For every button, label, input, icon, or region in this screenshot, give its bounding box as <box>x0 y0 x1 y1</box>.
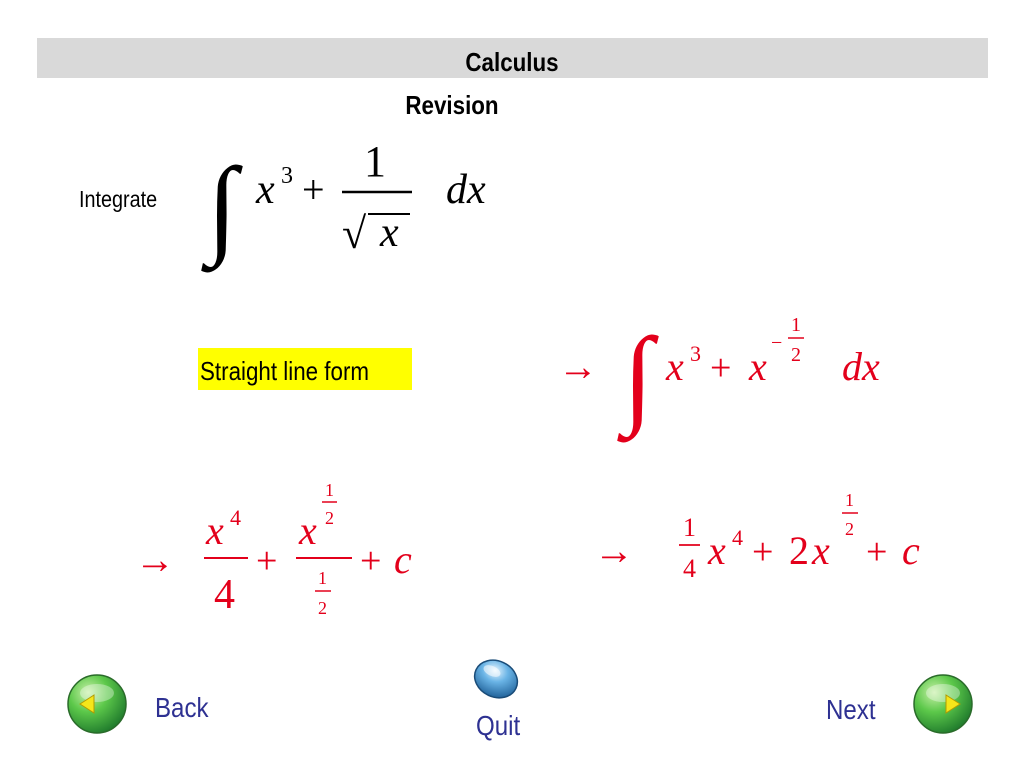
step3-x2: x <box>811 528 830 573</box>
step3-two: 2 <box>789 528 809 573</box>
step3-exp-num: 1 <box>845 490 854 510</box>
step2-low-den: 2 <box>318 598 327 618</box>
straight-line-highlight <box>198 348 412 390</box>
back-button-gloss <box>80 684 114 702</box>
quit-label[interactable]: Quit <box>476 710 521 741</box>
step2-arrow: → <box>135 537 175 582</box>
step3-plus1: + <box>752 531 773 573</box>
step2-top-exp-num: 1 <box>325 480 334 500</box>
step3-coef-num: 1 <box>683 513 696 542</box>
step1-plus: + <box>710 347 731 389</box>
problem-x: x <box>255 167 275 213</box>
step3-power: 4 <box>732 525 743 550</box>
problem-denominator-x: x <box>379 210 399 256</box>
next-label[interactable]: Next <box>826 694 876 725</box>
step1-power: 3 <box>690 341 701 366</box>
integrate-label: Integrate <box>79 186 158 212</box>
green-left-arrow-icon <box>79 694 95 714</box>
next-button-gloss <box>926 684 960 702</box>
sqrt-sign: √ <box>342 209 367 258</box>
step3-coef-den: 4 <box>683 554 696 583</box>
step3-exp-den: 2 <box>845 519 854 539</box>
problem-dx: dx <box>446 167 486 213</box>
step2-low-num: 1 <box>318 568 327 588</box>
back-button-circle <box>67 674 127 734</box>
step1-integral-sign: ∫ <box>617 315 659 443</box>
page-title: Calculus <box>465 47 559 77</box>
step1-exp-num: 1 <box>791 314 801 336</box>
problem-plus: + <box>302 167 325 212</box>
next-button[interactable] <box>912 673 974 735</box>
step1-exp-den: 2 <box>791 344 801 366</box>
quit-orb-gloss <box>483 665 501 677</box>
step1-x: x <box>665 344 684 389</box>
step1-arrow: → <box>558 344 598 389</box>
blue-orb-icon <box>473 659 519 699</box>
step3-constant: c <box>902 528 920 573</box>
next-button-circle <box>913 674 973 734</box>
step2-power: 4 <box>230 505 241 530</box>
header-bar <box>37 38 988 78</box>
step2-plus1: + <box>256 540 277 582</box>
step3-x: x <box>707 528 726 573</box>
step2-constant: c <box>394 537 412 582</box>
step2-denominator: 4 <box>214 572 235 618</box>
step1-exp-sign: − <box>771 332 782 354</box>
problem-power: 3 <box>281 163 293 189</box>
straight-line-label: Straight line form <box>200 356 370 386</box>
step3-arrow: → <box>594 528 634 573</box>
step2-top-exp-den: 2 <box>325 508 334 528</box>
problem-numerator: 1 <box>364 137 386 186</box>
integral-sign: ∫ <box>201 145 243 273</box>
quit-button[interactable] <box>470 655 522 703</box>
step2-plus2: + <box>360 540 381 582</box>
page-subtitle: Revision <box>405 90 499 120</box>
step2-x2: x <box>298 508 317 553</box>
step2-x: x <box>205 508 224 553</box>
back-label[interactable]: Back <box>155 692 209 723</box>
back-button[interactable] <box>66 673 128 735</box>
green-right-arrow-icon <box>945 694 961 714</box>
step1-dx: dx <box>842 344 880 389</box>
step3-plus2: + <box>866 531 887 573</box>
step1-x2: x <box>748 344 767 389</box>
